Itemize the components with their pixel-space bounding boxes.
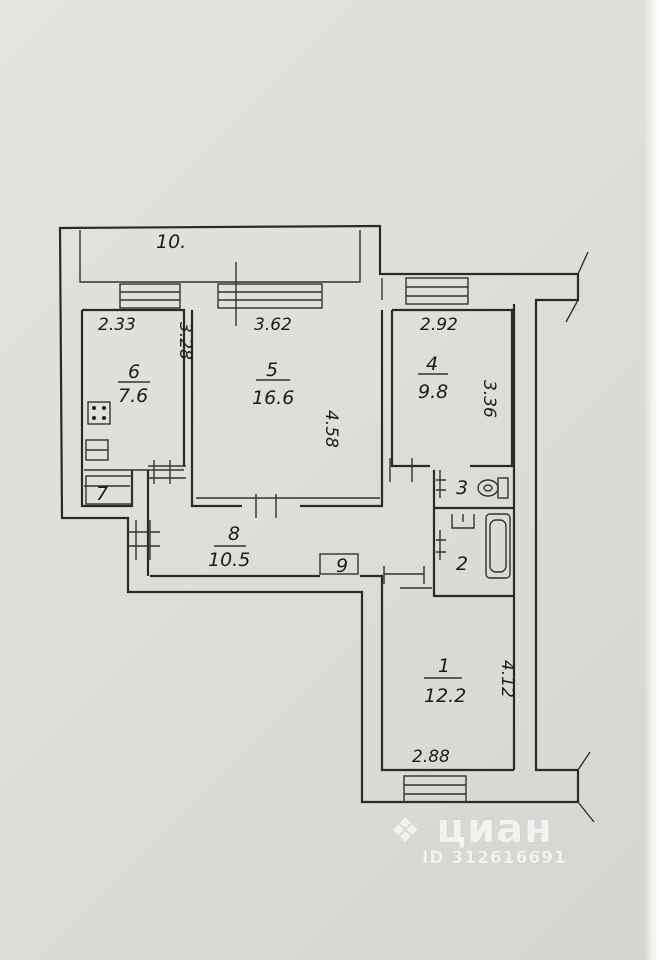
room-2-number: 2 bbox=[456, 553, 468, 575]
room-4-number: 4 bbox=[426, 353, 438, 375]
toilet-icon bbox=[477, 477, 509, 499]
room-5-area: 16.6 bbox=[252, 387, 294, 409]
paper-edge bbox=[644, 0, 658, 960]
room-4-width: 2.92 bbox=[420, 315, 458, 335]
storage-7 bbox=[85, 475, 133, 505]
room-5-number: 5 bbox=[266, 359, 278, 381]
room-3-number: 3 bbox=[456, 477, 468, 499]
listing-id: ID 312616691 bbox=[422, 848, 567, 868]
room-7-number: 7 bbox=[96, 483, 108, 505]
room-6-number: 6 bbox=[128, 361, 140, 383]
outer-walls bbox=[58, 224, 595, 823]
room-8-number: 8 bbox=[228, 523, 240, 545]
cian-watermark: ❖ циан ID 312616691 bbox=[390, 806, 567, 868]
room-1-number: 1 bbox=[438, 655, 450, 677]
room-9-number: 9 bbox=[336, 555, 348, 577]
door-marks bbox=[128, 262, 446, 584]
window-room1 bbox=[403, 775, 467, 803]
inner-walls bbox=[80, 304, 516, 772]
room-6-area: 7.6 bbox=[118, 385, 148, 407]
room-1-area: 12.2 bbox=[424, 685, 466, 707]
window-room5 bbox=[217, 283, 323, 309]
room-10-label: 10. bbox=[156, 231, 186, 253]
room-4-area: 9.8 bbox=[418, 381, 448, 403]
room-5-width: 3.62 bbox=[254, 315, 292, 335]
windows bbox=[119, 277, 469, 803]
window-room4 bbox=[405, 277, 469, 305]
room-5-length: 4.58 bbox=[321, 410, 341, 448]
room-labels: 10. 2.33 6 7.6 3.28 3.62 5 16.6 4.58 2.9… bbox=[96, 231, 517, 767]
room-8-area: 10.5 bbox=[208, 549, 250, 571]
bathtub-icon bbox=[485, 513, 511, 579]
window-room6 bbox=[119, 283, 181, 309]
room-1-length: 4.12 bbox=[497, 660, 517, 698]
room-6-length: 3.28 bbox=[175, 322, 195, 360]
kitchen-sink-icon bbox=[85, 439, 109, 461]
closet-9 bbox=[319, 553, 359, 575]
room-6-width: 2.33 bbox=[98, 315, 136, 335]
room-1-width: 2.88 bbox=[412, 747, 450, 767]
washbasin-icon bbox=[451, 514, 475, 529]
room-4-length: 3.36 bbox=[479, 380, 499, 418]
kitchen-stove-icon bbox=[87, 401, 111, 425]
cian-logo: ❖ циан bbox=[390, 806, 553, 852]
